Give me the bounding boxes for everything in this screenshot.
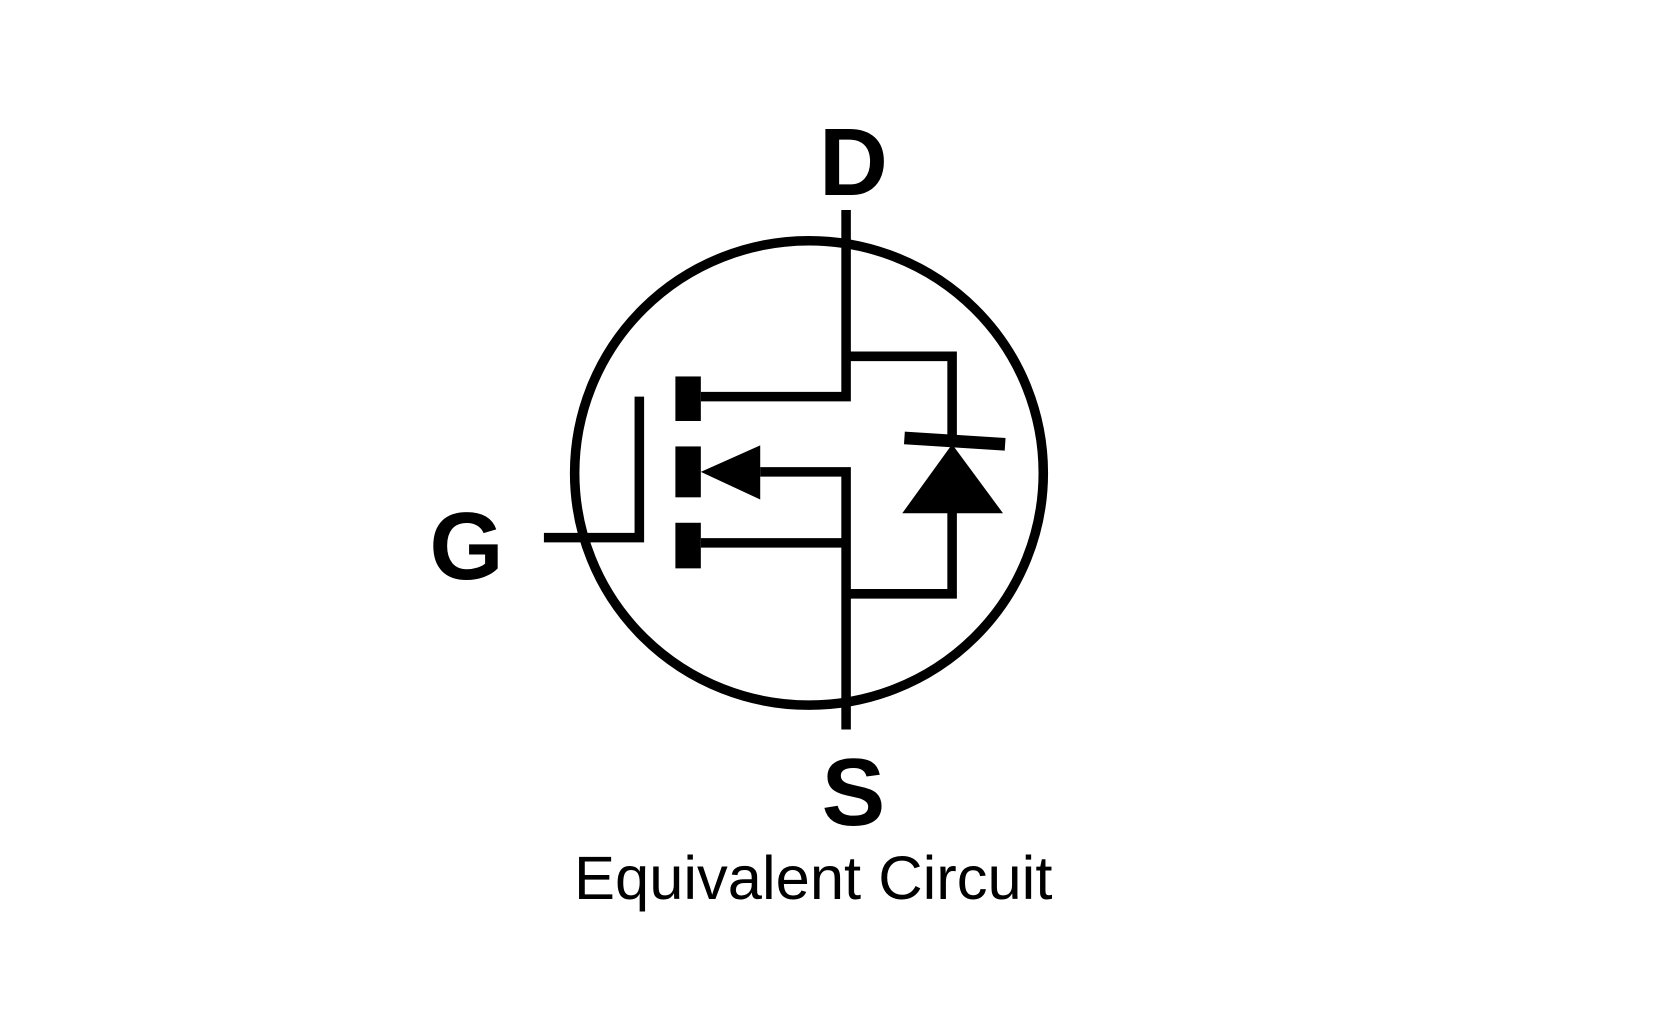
body-diode-top-wire <box>846 351 957 440</box>
gate-wire <box>543 396 645 543</box>
drain-wire <box>700 209 851 402</box>
body-diode-bottom-wire <box>846 511 957 599</box>
drain-label: D <box>819 110 888 216</box>
caption: Equivalent Circuit <box>574 844 1052 913</box>
diode-cathode-bar <box>903 431 1006 451</box>
gate-label: G <box>429 494 503 600</box>
diode-triangle <box>902 444 1004 514</box>
source-label: S <box>822 740 886 846</box>
body-arrow <box>700 445 761 500</box>
channel-segment-body <box>675 446 701 498</box>
channel-segment-source <box>675 522 701 569</box>
device-outline-circle <box>569 235 1049 710</box>
channel-segment-drain <box>675 376 701 421</box>
body-source-wire <box>760 467 851 730</box>
